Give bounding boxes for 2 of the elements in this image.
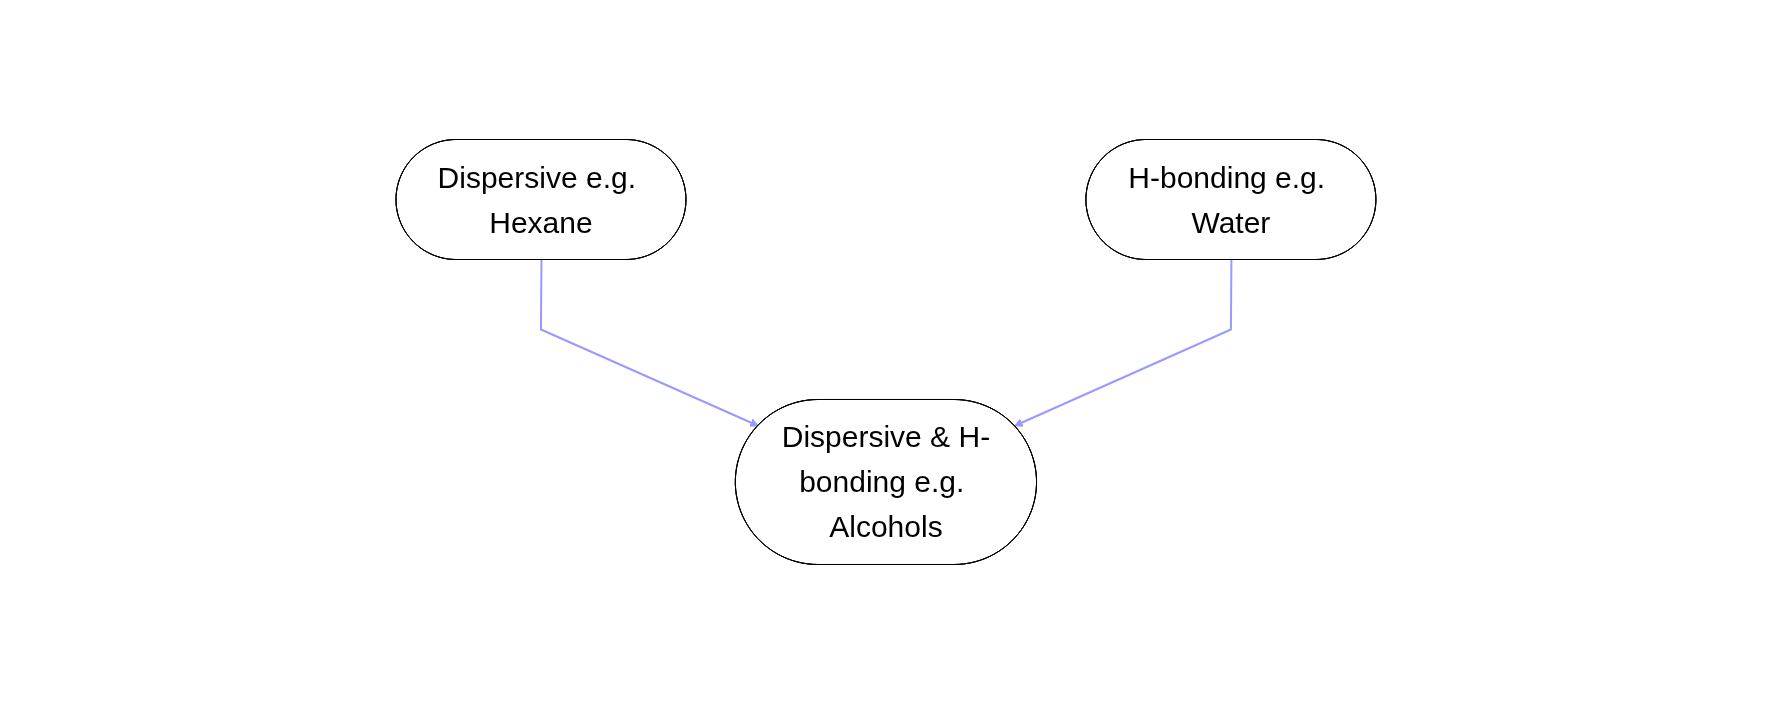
arrow bbox=[539, 259, 759, 427]
arrow bbox=[1013, 259, 1232, 427]
